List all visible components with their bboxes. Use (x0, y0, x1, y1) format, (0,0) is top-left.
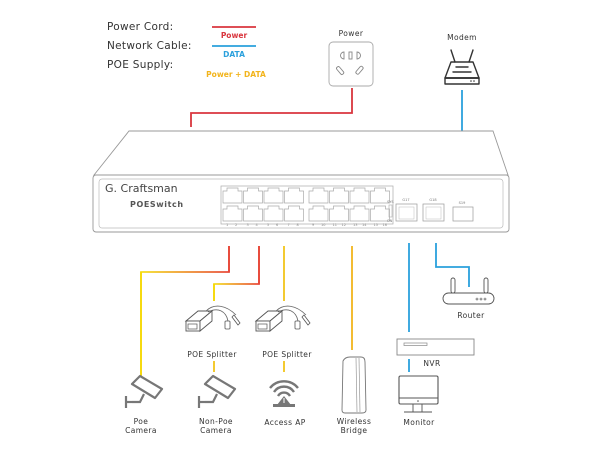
non-poe-camera: Non-Poe Camera (197, 374, 237, 435)
poe-splitter-2-label: POE Splitter (262, 350, 312, 359)
legend-network-label: Network Cable: (107, 40, 192, 52)
port-number: 7 (288, 223, 290, 227)
switch-brand: G. Craftsman (105, 182, 178, 195)
led-indicator (388, 204, 393, 218)
poe-splitter-2: POE Splitter (254, 305, 312, 359)
poe-camera: Poe Camera (124, 374, 164, 435)
sfp-label: S19 (459, 201, 466, 205)
rj45-port (263, 187, 284, 204)
legend-poe-label: POE Supply: (107, 59, 173, 71)
wireless-bridge-label-line1: Wireless (337, 417, 372, 426)
port-number: 14 (362, 223, 367, 227)
rj45-port (308, 187, 329, 204)
port-number: 13 (353, 223, 357, 227)
port-number: 2 (235, 223, 237, 227)
port-number: 8 (297, 223, 299, 227)
poe-camera-label-line2: Camera (125, 426, 157, 435)
rj45-port (329, 205, 349, 222)
wireless-bridge-label-line2: Bridge (341, 426, 368, 435)
outlet-icon (328, 41, 374, 87)
rj45-port (370, 205, 390, 222)
rj45-port (329, 187, 349, 204)
router-label: Router (457, 311, 485, 320)
rj45-port (222, 205, 243, 222)
router-cable (435, 243, 470, 287)
port-number: 16 (383, 223, 387, 227)
rj45-port (222, 187, 243, 204)
rj45-port (263, 205, 284, 222)
rj45-port (243, 205, 263, 222)
access-point-icon (269, 380, 299, 407)
port-number: 11 (333, 223, 337, 227)
legend-power-tag: Power (221, 31, 248, 40)
outlet-slot-ground (348, 51, 353, 60)
wireless-bridge-icon (341, 356, 367, 414)
rj45-port (284, 205, 304, 222)
uplink-1-label: G17 (402, 198, 409, 202)
rj45-port (349, 187, 370, 204)
wireless-bridge: Wireless Bridge (337, 356, 372, 435)
power-outlet-label: Power (339, 29, 364, 38)
camera-icon (197, 374, 237, 408)
poe-camera-cable (140, 246, 230, 380)
poe-splitter-icon (254, 305, 311, 332)
poe-camera-label-line1: Poe (134, 417, 149, 426)
port-number: 15 (374, 223, 378, 227)
power-cord-cable (190, 88, 353, 127)
router-icon (442, 277, 495, 305)
non-poe-camera-label-line2: Camera (200, 426, 232, 435)
port-number: 3 (247, 223, 249, 227)
outlet-slot-right (356, 51, 361, 60)
port-number: 6 (276, 223, 278, 227)
led-top-label: SYS (387, 200, 394, 204)
modem-icon (444, 49, 480, 85)
sfp-port (452, 206, 474, 222)
splitter-1-cable (213, 246, 260, 301)
led-bottom-label: ON (387, 219, 393, 223)
poe-splitter-icon (184, 305, 241, 332)
rj45-port (243, 187, 263, 204)
port-number: 10 (321, 223, 325, 227)
access-ap: Access AP (264, 380, 305, 427)
modem-label: Modem (447, 33, 477, 42)
monitor-icon (398, 375, 439, 413)
uplink-port-2 (422, 203, 445, 222)
rj45-port (308, 205, 329, 222)
legend-network-tag: DATA (223, 50, 245, 59)
rj45-port (349, 205, 370, 222)
access-ap-label: Access AP (264, 418, 305, 427)
poe-splitter-1-label: POE Splitter (187, 350, 237, 359)
camera-icon (124, 374, 164, 408)
port-number: 5 (267, 223, 269, 227)
switch-model: POESwitch (130, 200, 184, 209)
rj45-port-block (220, 185, 394, 225)
power-outlet: Power (328, 29, 374, 87)
legend-power-label: Power Cord: (107, 21, 173, 33)
router: Router (442, 277, 495, 320)
monitor: Monitor (398, 375, 439, 427)
switch-top (93, 130, 509, 176)
rj45-port (284, 187, 304, 204)
nvr-icon (396, 338, 475, 356)
non-poe-camera-label-line1: Non-Poe (199, 417, 233, 426)
legend: Power Cord: Power Network Cable: DATA PO… (107, 21, 266, 79)
uplink-2-label: G18 (429, 198, 436, 202)
port-number: 4 (256, 223, 259, 227)
rj45-port (370, 187, 390, 204)
nvr-label: NVR (423, 359, 440, 368)
uplink-port-1 (395, 203, 418, 222)
nvr: NVR (396, 338, 475, 368)
port-number: 9 (312, 223, 314, 227)
poe-splitter-1: POE Splitter (184, 305, 241, 359)
modem: Modem (444, 33, 480, 85)
port-number: 12 (342, 223, 346, 227)
monitor-label: Monitor (403, 418, 435, 427)
rj45-ports (222, 187, 390, 222)
legend-poe-tag: Power + DATA (206, 70, 266, 79)
outlet-slot-left (340, 51, 345, 60)
port-number: 1 (226, 223, 228, 227)
